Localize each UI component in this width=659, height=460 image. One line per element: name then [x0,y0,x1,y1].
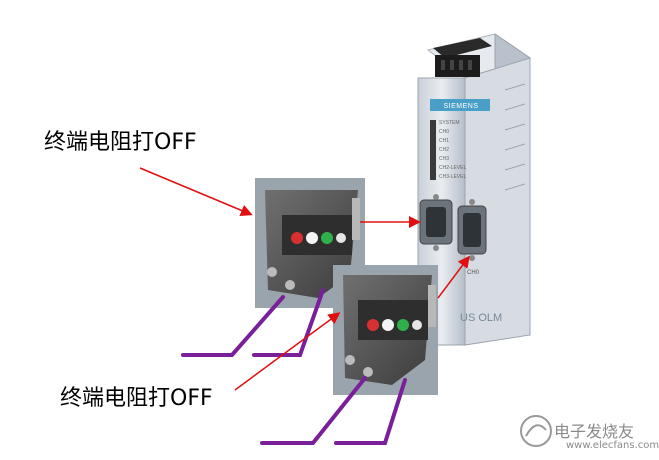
led-label-ch3-level: CH3-LEVEL [439,174,467,180]
device-brand: SIEMENS [443,103,479,110]
label-terminator-off-top: 终端电阻打OFF [44,130,197,155]
led-label-ch1: CH1 [439,138,450,144]
profibus-connector-bottom [333,265,438,395]
olm-port-ch1 [457,199,487,261]
device-side-text: US OLM [460,312,503,324]
label-terminator-off-bottom: 终端电阻打OFF [60,386,213,411]
watermark-text: 电子发烧友 [554,422,635,441]
arrow-label-to-top-connector [139,167,253,217]
watermark-url: www.elecfans.com [566,440,659,451]
cable-top [181,288,325,357]
arrow-label-to-bottom-connector [234,312,341,391]
led-label-system: SYSTEM [439,120,460,126]
cable-bottom [260,376,407,445]
led-label-ch2: CH2 [439,147,450,153]
arrow-bottom-connector-to-ch1 [437,255,470,299]
watermark-logo-icon [520,415,552,447]
led-label-ch2-level: CH2-LEVEL [439,165,467,171]
olm-port-ch0 [419,194,453,251]
led-label-ch3: CH3 [439,156,450,162]
port-channel-label: CH0 [467,270,480,276]
led-label-ch0: CH0 [439,129,450,135]
